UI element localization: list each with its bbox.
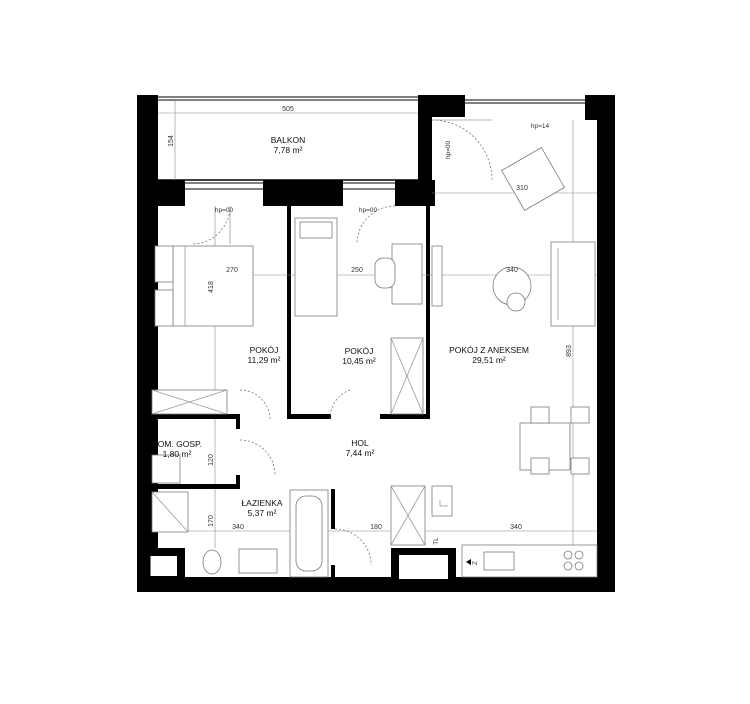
dim-bath-depth: 170 xyxy=(208,515,215,527)
pokoj1-name: POKÓJ xyxy=(250,345,279,355)
hol-area: 7,44 m² xyxy=(346,448,375,458)
lazienka-area: 5,37 m² xyxy=(248,508,277,518)
windows xyxy=(158,96,603,200)
hol-name: HOL xyxy=(351,438,369,448)
dim-balcony-width: 505 xyxy=(282,106,294,113)
lazienka-name: ŁAZIENKA xyxy=(241,498,282,508)
dim-living-width: 340 xyxy=(506,267,518,274)
pokoj3-area: 29,51 m² xyxy=(472,355,506,365)
pom-gosp-name: POM. GOSP. xyxy=(152,439,202,449)
pokoj2-area: 10,45 m² xyxy=(342,356,376,366)
hp-balcony-door: hp=00 xyxy=(445,140,452,159)
furniture xyxy=(151,147,598,578)
pokoj1-area: 11,29 m² xyxy=(248,355,281,365)
dim-balcony-depth: 154 xyxy=(168,135,175,147)
dim-pom-gosp-depth: 120 xyxy=(208,454,215,466)
balkon-name: BALKON xyxy=(271,135,306,145)
dim-bottom-left: 340 xyxy=(232,524,244,531)
dim-living-top: 310 xyxy=(516,185,528,192)
hp-living-window: hp=14 xyxy=(531,123,550,130)
kitchen-marker: Z xyxy=(472,561,479,565)
doors xyxy=(191,119,493,566)
walls xyxy=(137,95,615,592)
dim-bottom-right: 340 xyxy=(510,524,522,531)
balkon-area: 7,78 m² xyxy=(274,145,303,155)
pom-gosp-area: 1,80 m² xyxy=(163,449,192,459)
pokoj2-name: POKÓJ xyxy=(345,346,374,356)
hp-bedroom2-window: hp=00 xyxy=(359,207,378,214)
vent-marker: TL xyxy=(433,537,440,545)
dim-living-depth: 893 xyxy=(566,345,573,357)
hp-bedroom1-window: hp=00 xyxy=(215,207,234,214)
dim-bottom-mid: 180 xyxy=(370,524,382,531)
dim-bedroom1-width: 270 xyxy=(226,267,238,274)
dim-bedroom2-width: 250 xyxy=(351,267,363,274)
pokoj3-name: POKÓJ Z ANEKSEM xyxy=(449,345,529,355)
partitions xyxy=(149,179,430,577)
arrow-icon xyxy=(466,559,471,565)
dim-bedroom1-depth: 418 xyxy=(208,281,215,293)
